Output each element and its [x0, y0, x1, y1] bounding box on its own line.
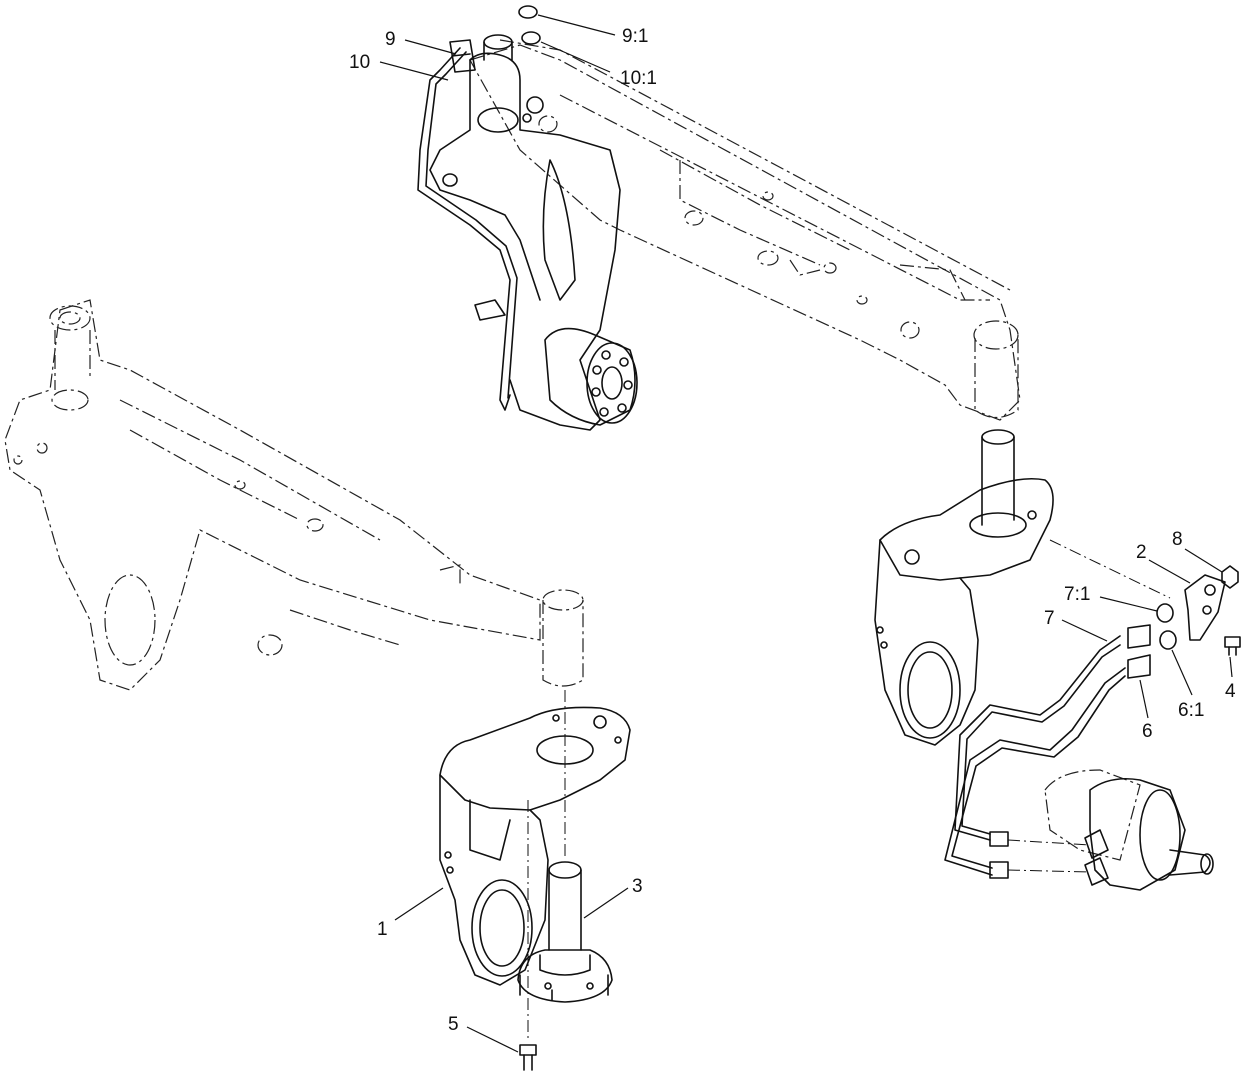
- screw: [1224, 636, 1241, 656]
- callout-4: 4: [1225, 681, 1236, 702]
- center-steering-knuckle: [439, 706, 631, 986]
- callout-7-1: 7:1: [1064, 584, 1090, 605]
- left-axle-beam: [4, 299, 541, 691]
- callout-9: 9: [385, 29, 396, 50]
- callout-labels: 9 10 9:1 10:1 1 3 5 2 8 7:1 7 4 6:1 6: [349, 26, 1236, 1035]
- nut: [1221, 565, 1239, 589]
- hydraulic-tubes-right: [944, 624, 1151, 879]
- spindle-hub: [517, 861, 613, 1003]
- right-steering-knuckle: [874, 429, 1054, 746]
- o-ring-6-1: [1159, 630, 1177, 650]
- right-bracket-axis: [1049, 539, 1171, 599]
- center-bushing: [542, 589, 584, 687]
- tube-bracket: [1184, 574, 1226, 641]
- top-steering-knuckle: [429, 34, 638, 431]
- callout-10: 10: [349, 52, 370, 73]
- callout-8: 8: [1172, 529, 1183, 550]
- callout-9-1: 9:1: [622, 26, 648, 47]
- o-ring-7-1: [1156, 603, 1174, 623]
- callout-1: 1: [377, 919, 388, 940]
- right-wheel-motor: [1044, 769, 1214, 891]
- callout-7: 7: [1044, 608, 1055, 629]
- o-rings-top: [518, 5, 541, 45]
- tube-motor-axis-2: [1007, 869, 1091, 873]
- leader-lines: [379, 14, 1233, 1053]
- top-axle-beam: [469, 39, 1021, 421]
- bolt: [519, 1044, 537, 1071]
- callout-6: 6: [1142, 721, 1153, 742]
- callout-5: 5: [448, 1014, 459, 1035]
- callout-2: 2: [1136, 542, 1147, 563]
- tube-motor-axis-1: [1007, 839, 1091, 846]
- callout-3: 3: [632, 876, 643, 897]
- callout-10-1: 10:1: [620, 68, 657, 89]
- hydraulic-tubes-top: [417, 39, 518, 411]
- callout-6-1: 6:1: [1178, 700, 1204, 721]
